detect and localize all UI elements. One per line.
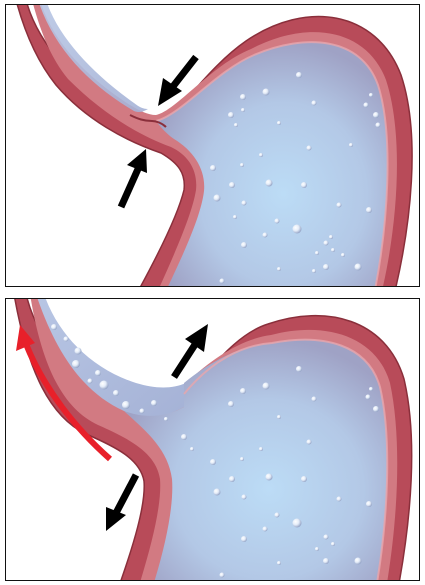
stomach-diagram-closed <box>6 5 420 287</box>
arrow-icon <box>121 149 147 207</box>
panel-closed-sphincter <box>5 4 420 287</box>
panel-open-reflux <box>5 298 420 581</box>
stomach-diagram-open <box>6 299 420 581</box>
arrow-icon <box>106 475 136 531</box>
